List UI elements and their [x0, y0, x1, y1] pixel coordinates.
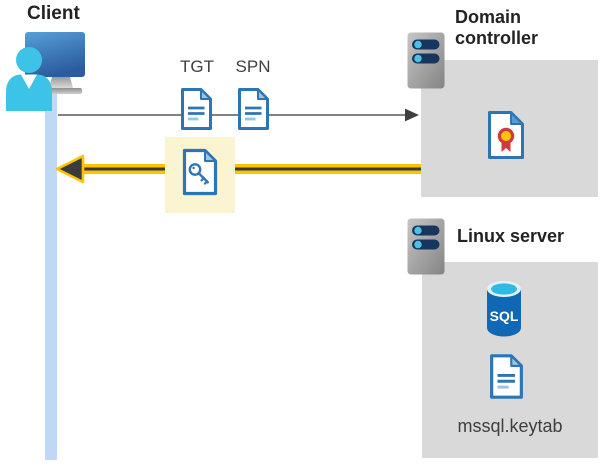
person-at-monitor-icon: [6, 32, 85, 111]
client-label: Client: [27, 3, 80, 24]
spn-document-icon: [238, 88, 269, 130]
linux-server-icon: [407, 218, 445, 275]
keytab-filename-label: mssql.keytab: [457, 416, 563, 436]
keytab-document-icon: [490, 354, 523, 399]
sql-text: SQL: [490, 308, 519, 324]
response-arrow-icon: [55, 154, 421, 184]
client-lifeline: [45, 94, 57, 460]
certificate-document-icon: [488, 111, 524, 159]
tgt-document-icon: [181, 88, 212, 130]
spn-label: SPN: [235, 57, 271, 76]
linux-server-label: Linux server: [457, 226, 565, 246]
request-arrow-icon: [58, 108, 419, 122]
domain-controller-server-icon: [407, 32, 445, 89]
key-document-icon: [182, 148, 218, 196]
domain-controller-label: Domain controller: [455, 7, 539, 48]
sql-database-icon: SQL: [487, 281, 521, 337]
tgt-label: TGT: [180, 57, 214, 76]
